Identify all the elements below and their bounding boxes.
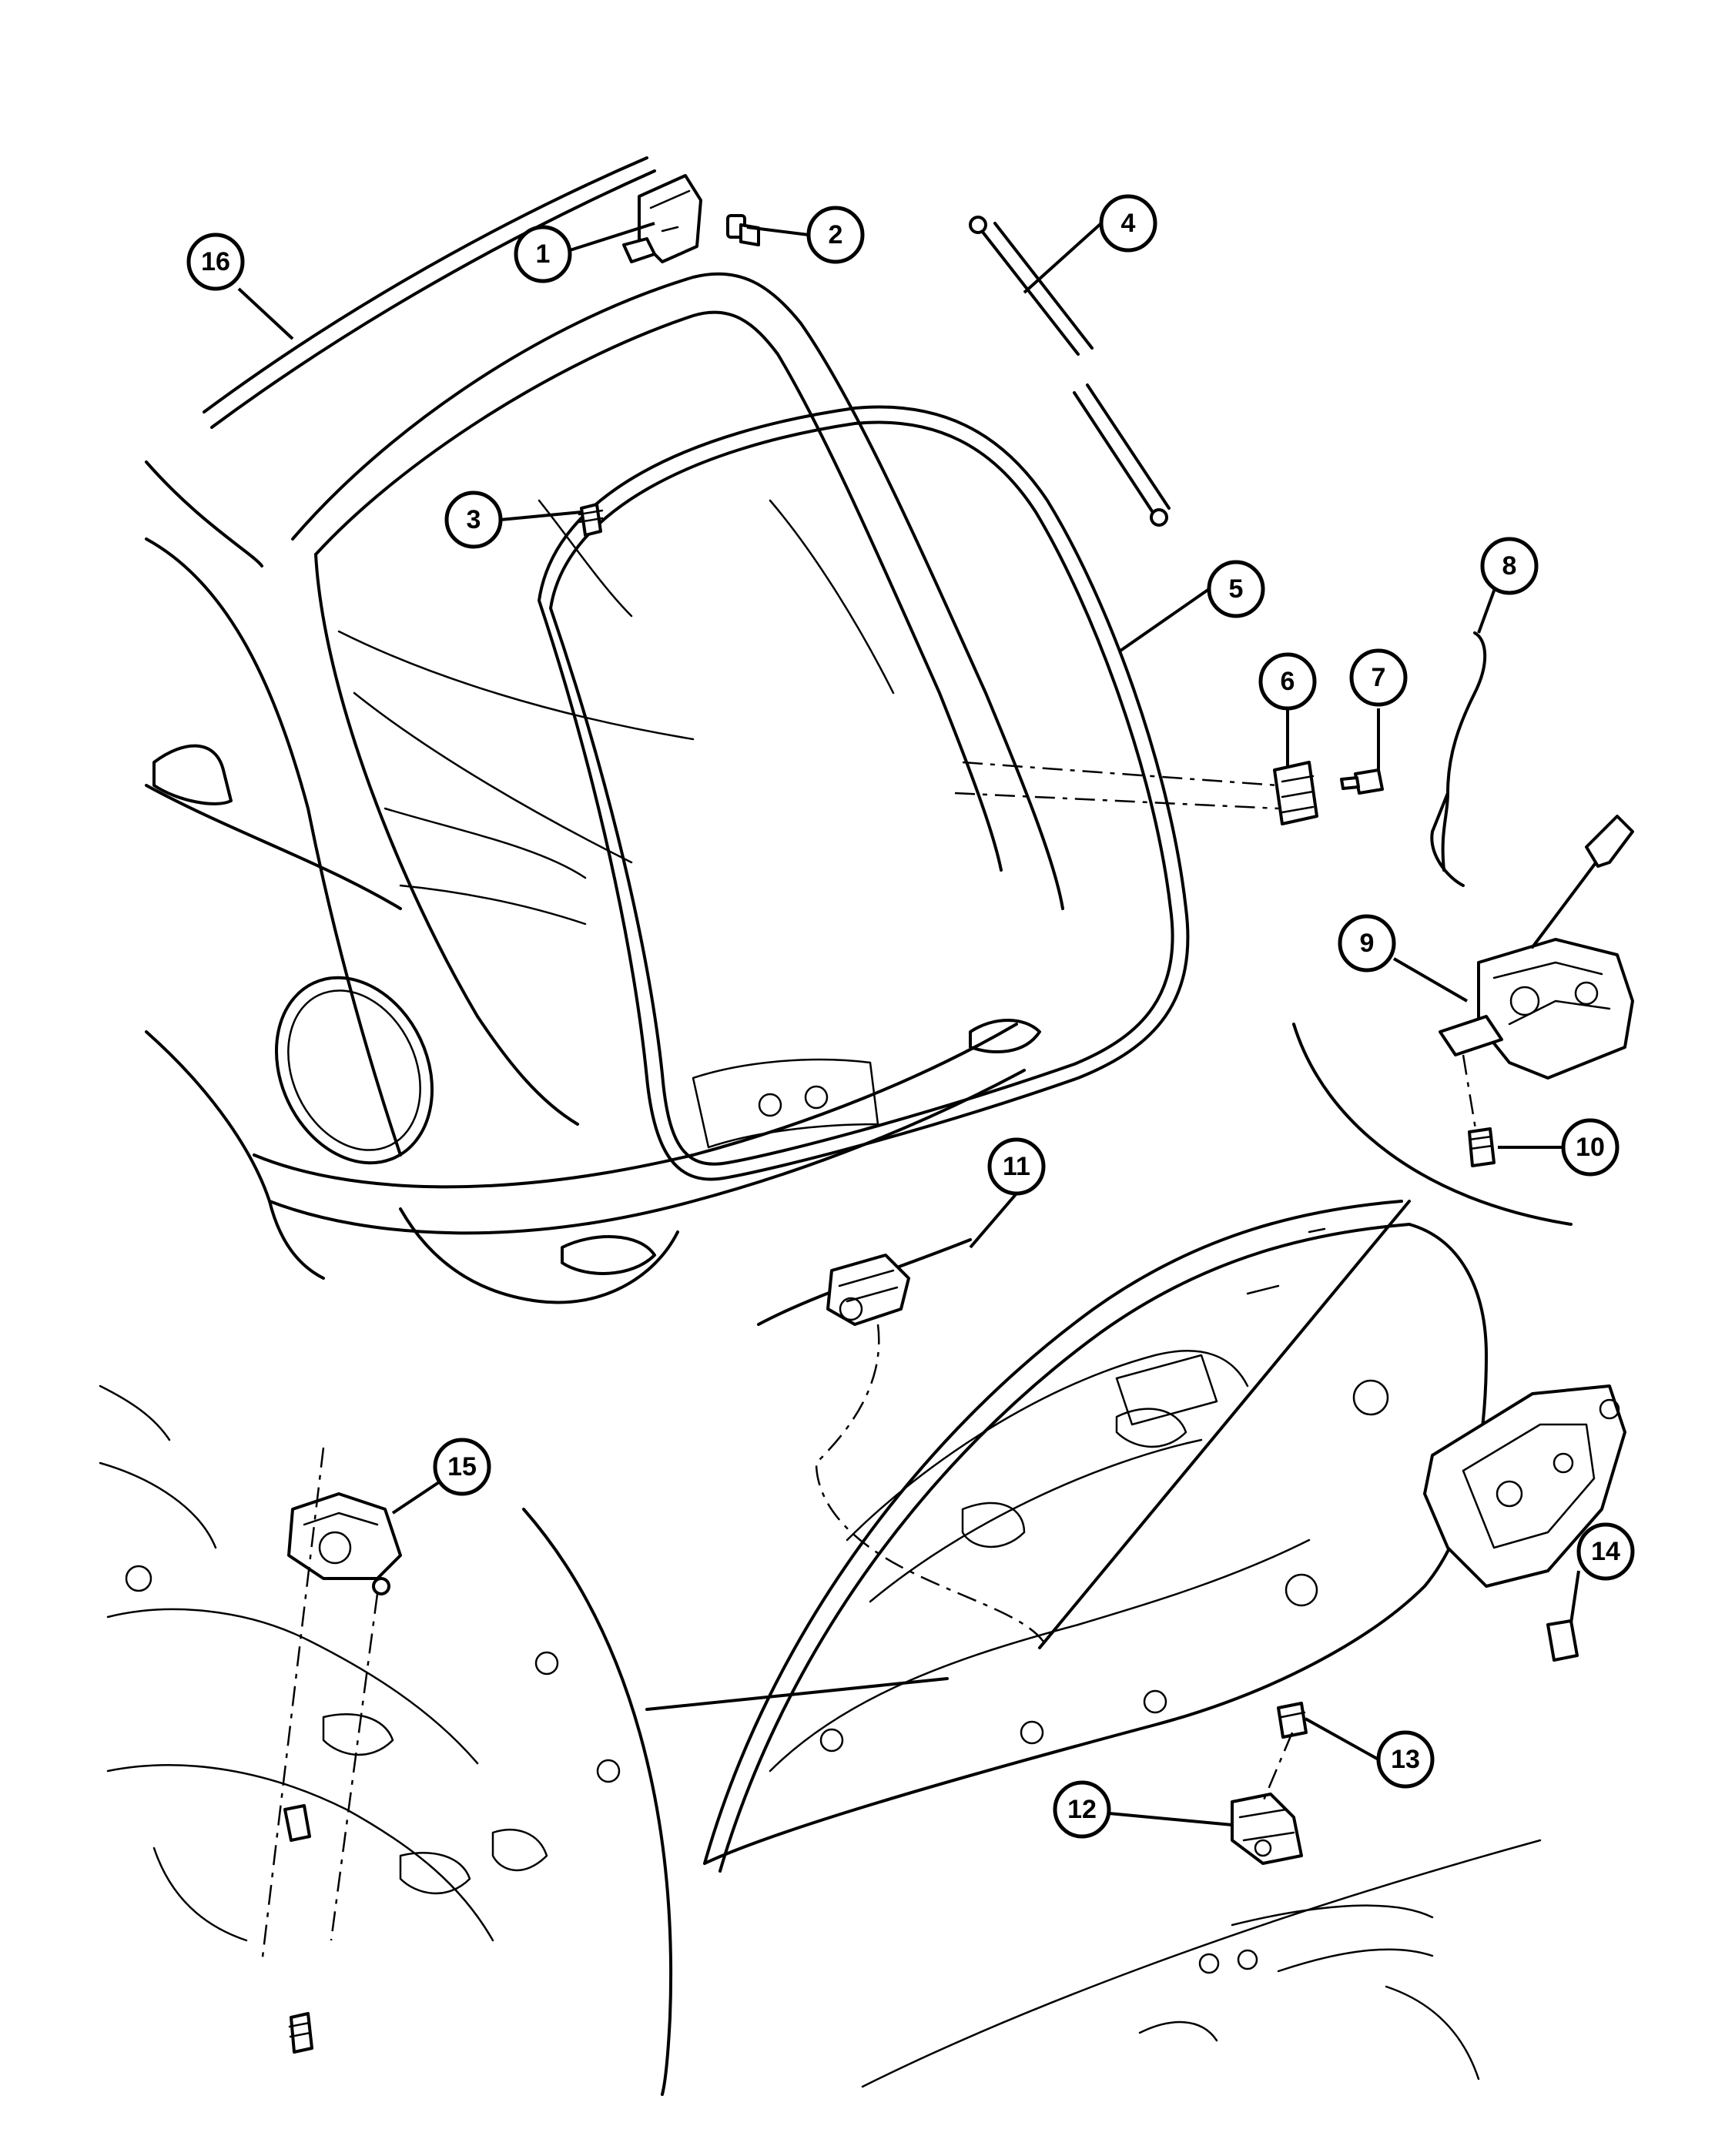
callout-9: 9 [1338,914,1396,973]
detail-inset-panel [99,1384,673,2096]
svg-text:11: 11 [1003,1152,1030,1181]
svg-text:6: 6 [1281,667,1295,696]
svg-text:4: 4 [1121,209,1136,238]
striker-bolt [1340,768,1384,795]
inset-connector-line [645,1677,949,1711]
liftgate-handle-strut [1038,1200,1411,1649]
actuator-dash-left [260,1447,325,1964]
striker-lower-dash [1261,1732,1294,1803]
svg-text:10: 10 [1576,1133,1605,1162]
push-in-fastener [578,503,604,537]
hinge-bolt [726,214,760,246]
callout-12: 12 [1053,1780,1111,1839]
actuator-bolt [288,2012,313,2054]
liftgate-latch [1439,815,1634,1080]
wiper-dash-outline [815,1324,1049,1649]
latch-control-rod [1430,631,1487,887]
callout-15: 15 [433,1438,491,1496]
svg-text:5: 5 [1229,574,1244,604]
vehicle-rear-body [145,156,1064,1304]
liftgate-inner-panel [703,1200,1488,1873]
callout-13: 13 [1376,1730,1435,1789]
actuator-connector [283,1804,311,1842]
wiper-motor [757,1238,972,1326]
weatherstrip-seal [538,405,1190,1181]
liftgate-lock-actuator [287,1492,402,1595]
callout-2: 2 [806,206,865,264]
svg-text:1: 1 [536,239,551,269]
actuator-dash-right [330,1593,379,1941]
svg-text:13: 13 [1391,1745,1420,1774]
callout-7: 7 [1349,648,1408,707]
callout-5: 5 [1207,560,1265,618]
svg-text:14: 14 [1591,1537,1620,1566]
liftgate-striker-lower [1231,1793,1303,1865]
svg-text:16: 16 [201,247,230,276]
svg-text:9: 9 [1360,929,1375,958]
svg-text:12: 12 [1067,1795,1097,1824]
callout-10: 10 [1561,1118,1619,1177]
liftgate-striker [1273,761,1318,825]
callout-1: 1 [514,225,572,283]
callout-4: 4 [1099,194,1157,253]
callout-8: 8 [1480,537,1539,595]
striker-dash-line-2 [954,792,1279,810]
latch-detail-arc [1292,1023,1573,1226]
callout-3: 3 [444,490,503,549]
lower-sill-panel [861,1839,1542,2088]
latch-bolt [1468,1127,1496,1167]
liftgate-gas-prop [969,216,1171,527]
svg-text:15: 15 [447,1452,477,1481]
svg-text:3: 3 [467,505,481,534]
callout-14: 14 [1576,1522,1635,1581]
liftgate-release-bracket [1423,1384,1626,1588]
striker-dash-line [962,761,1279,787]
svg-text:7: 7 [1372,663,1386,692]
svg-text:8: 8 [1502,551,1517,581]
liftgate-hinge [622,174,702,263]
latch-dash-line [1462,1054,1480,1148]
release-bolt [1546,1619,1579,1662]
striker-lower-bolt [1277,1702,1308,1739]
svg-text:2: 2 [829,220,843,249]
callout-11: 11 [987,1137,1046,1196]
callout-16: 16 [186,233,245,291]
callout-6: 6 [1258,652,1317,711]
